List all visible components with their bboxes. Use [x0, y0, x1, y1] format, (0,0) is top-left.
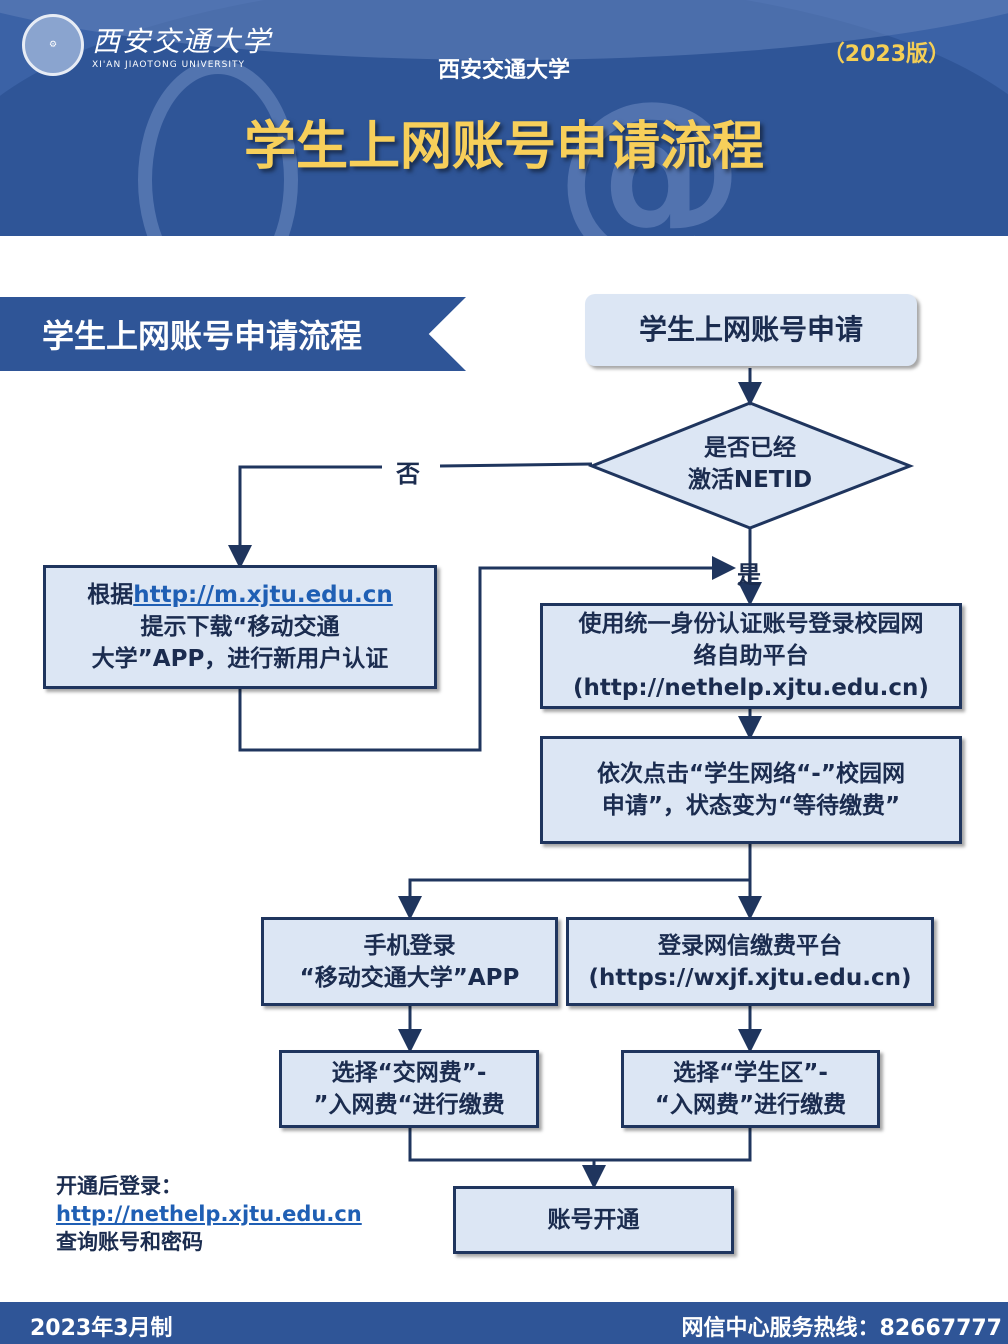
- mobile-app-login-box: 手机登录 “移动交通大学”APP: [261, 917, 558, 1006]
- decision-line: 是否已经: [704, 435, 796, 461]
- box-text: 络自助平台: [693, 643, 809, 669]
- box-text: 手机登录: [363, 932, 456, 959]
- yes-label: 是: [737, 561, 761, 589]
- box-text: “入网费”进行缴费: [654, 1092, 847, 1118]
- login-nethelp-box: 使用统一身份认证账号登录校园网 络自助平台 (http://nethelp.xj…: [540, 603, 962, 709]
- box-text: 依次点击“学生网络“-”校园网: [597, 761, 905, 787]
- box-text: (https://wxjf.xjtu.edu.cn): [588, 964, 912, 991]
- header-banner: @ ⚙ 西安交通大学 XI'AN JIAOTONG UNIVERSITY 西安交…: [0, 0, 1008, 236]
- footer-date: 2023年3月制: [30, 1316, 173, 1341]
- logo-text: 西安交通大学: [92, 25, 273, 58]
- box-text: 选择“学生区”-: [673, 1060, 828, 1086]
- box-text: (http://nethelp.xjtu.edu.cn): [573, 675, 929, 701]
- box-text: 提示下载“移动交通: [140, 614, 340, 640]
- mobile-pay-box: 选择“交网费”- ”入网费“进行缴费: [279, 1050, 539, 1128]
- note-text: 查询账号和密码: [56, 1230, 203, 1254]
- seal-icon: ⚙: [22, 14, 84, 76]
- footer-hotline: 网信中心服务热线：82667777: [681, 1316, 1002, 1341]
- university-name: 西安交通大学: [437, 58, 570, 83]
- note-text: 开通后登录：: [56, 1174, 182, 1198]
- mobile-xjtu-link[interactable]: http://m.xjtu.edu.cn: [133, 582, 393, 608]
- edition-label: （2023版）: [822, 42, 950, 67]
- at-sign-icon: @: [555, 60, 745, 236]
- login-note: 开通后登录： http://nethelp.xjtu.edu.cn 查询账号和密…: [56, 1172, 362, 1256]
- box-text: 选择“交网费”-: [331, 1060, 487, 1086]
- apply-campus-network-box: 依次点击“学生网络“-”校园网 申请”，状态变为“等待缴费”: [540, 736, 962, 844]
- box-text: 大学”APP，进行新用户认证: [91, 646, 389, 672]
- box-text: 根据: [87, 582, 134, 608]
- start-box: 学生上网账号申请: [585, 294, 917, 366]
- section-banner: 学生上网账号申请流程: [0, 297, 466, 371]
- box-text: 申请”，状态变为“等待缴费”: [601, 793, 901, 819]
- logo-subtitle: XI'AN JIAOTONG UNIVERSITY: [92, 60, 246, 70]
- payment-platform-box: 登录网信缴费平台 (https://wxjf.xjtu.edu.cn): [566, 917, 934, 1006]
- university-logo: ⚙ 西安交通大学 XI'AN JIAOTONG UNIVERSITY: [22, 14, 272, 76]
- download-app-box: 根据http://m.xjtu.edu.cn 提示下载“移动交通 大学”APP，…: [43, 565, 437, 689]
- nethelp-link[interactable]: http://nethelp.xjtu.edu.cn: [56, 1202, 362, 1226]
- web-pay-box: 选择“学生区”- “入网费”进行缴费: [621, 1050, 880, 1128]
- decision-netid-activated: 是否已经 激活NETID: [660, 432, 840, 496]
- box-text: 使用统一身份认证账号登录校园网: [578, 611, 924, 637]
- footer: 2023年3月制 网信中心服务热线：82667777: [0, 1302, 1008, 1344]
- decision-line: 激活NETID: [687, 467, 813, 493]
- page-title: 学生上网账号申请流程: [243, 117, 764, 177]
- box-text: “移动交通大学”APP: [299, 964, 520, 991]
- account-activated-box: 账号开通: [453, 1186, 734, 1254]
- box-text: 登录网信缴费平台: [658, 932, 842, 959]
- no-label: 否: [396, 460, 420, 488]
- box-text: ”入网费“进行缴费: [313, 1092, 505, 1118]
